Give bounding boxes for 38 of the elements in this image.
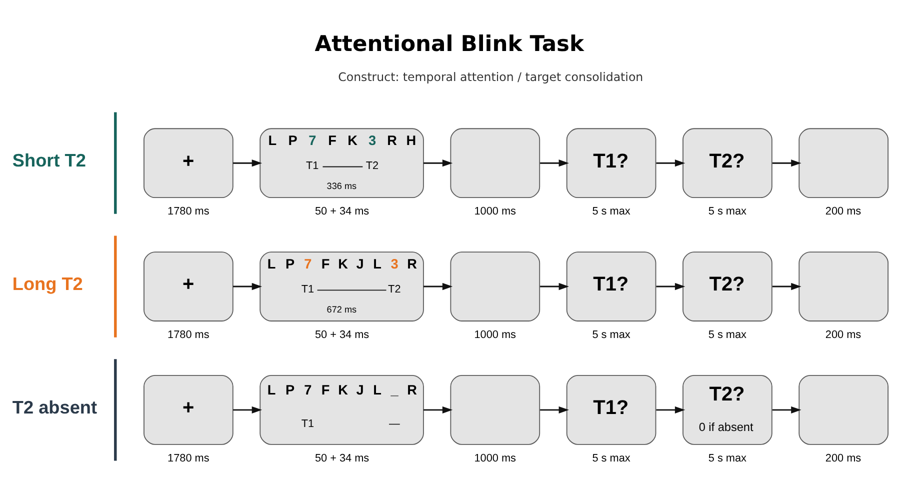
node-label: 50 + 34 ms bbox=[315, 328, 370, 340]
arrow bbox=[424, 406, 453, 413]
node-label: 200 ms bbox=[825, 204, 862, 217]
arrow bbox=[233, 159, 262, 166]
label: Construct: temporal attention / target consolidation bbox=[338, 69, 644, 84]
arrow bbox=[656, 406, 686, 413]
label: Short T2 bbox=[12, 150, 86, 170]
node-label: 1000 ms bbox=[474, 204, 516, 217]
arrow bbox=[233, 406, 262, 413]
node-label: 1780 ms bbox=[168, 328, 210, 340]
node-label: 1780 ms bbox=[168, 204, 210, 217]
node-label: 50 + 34 ms bbox=[315, 452, 370, 464]
arrow bbox=[540, 159, 569, 166]
node-label: 5 s max bbox=[592, 204, 630, 217]
node-label: 5 s max bbox=[708, 328, 746, 340]
arrow bbox=[656, 159, 686, 166]
node-label: 5 s max bbox=[708, 204, 746, 217]
label: T2 absent bbox=[12, 397, 98, 418]
arrow bbox=[772, 159, 802, 166]
diagram-title: Attentional Blink Task bbox=[314, 31, 584, 56]
arrow bbox=[656, 282, 686, 290]
node-label: 1000 ms bbox=[474, 328, 516, 340]
node-label: 200 ms bbox=[825, 452, 862, 464]
node-label: 1000 ms bbox=[474, 452, 516, 464]
arrow bbox=[772, 406, 802, 413]
arrow bbox=[424, 159, 453, 166]
node-label: 5 s max bbox=[592, 452, 630, 464]
node-label: 5 s max bbox=[592, 328, 630, 340]
node-label: 200 ms bbox=[825, 328, 862, 340]
arrow bbox=[540, 406, 569, 413]
node-label: 5 s max bbox=[708, 452, 746, 464]
arrow bbox=[424, 282, 453, 290]
label: Long T2 bbox=[12, 274, 83, 294]
node-label: 1780 ms bbox=[168, 452, 210, 464]
arrow bbox=[772, 282, 802, 290]
node-label: 50 + 34 ms bbox=[315, 204, 370, 217]
arrow bbox=[540, 282, 569, 290]
arrow bbox=[233, 282, 262, 290]
